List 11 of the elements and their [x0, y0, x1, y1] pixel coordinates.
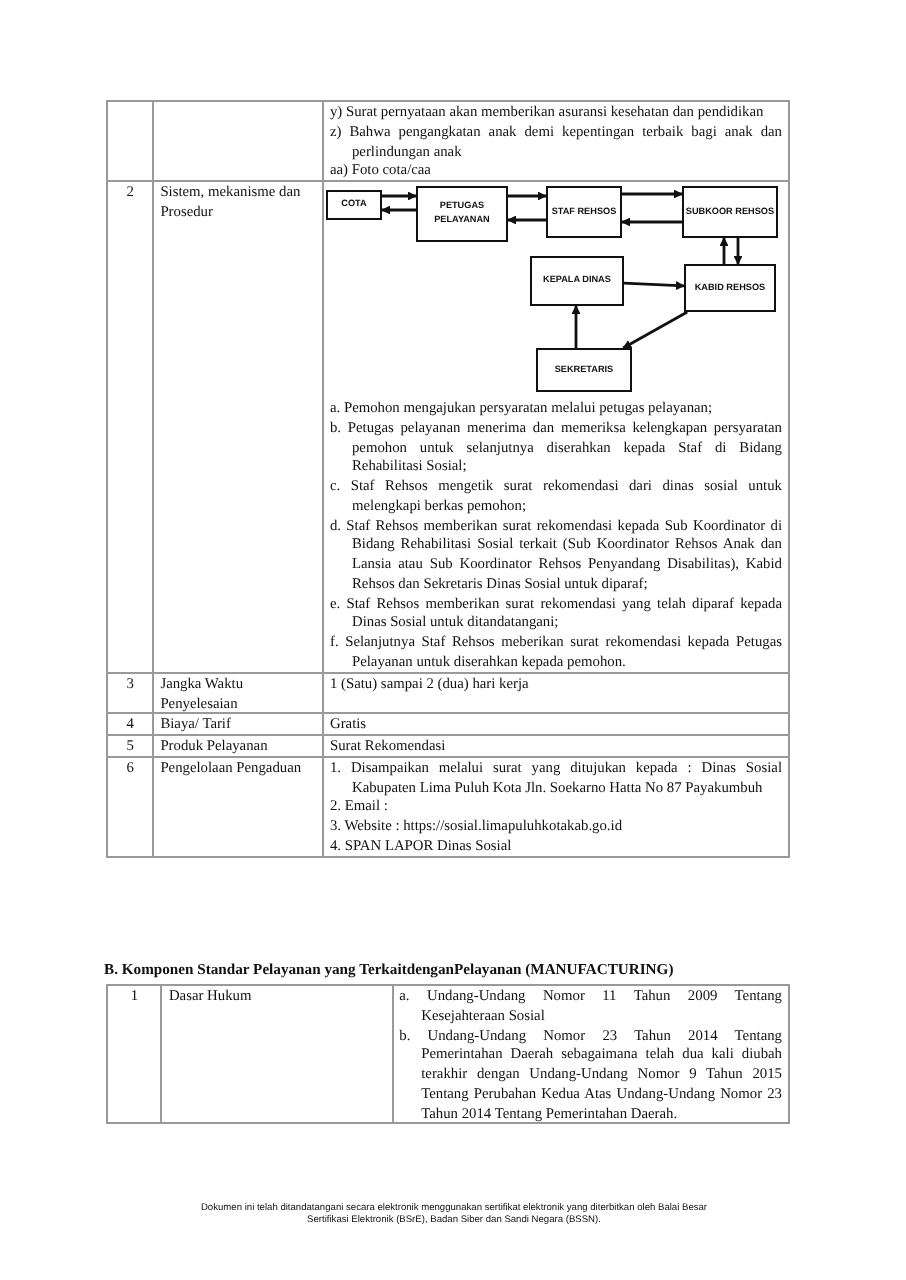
arrow [381, 191, 417, 201]
arrow [623, 281, 685, 291]
arrow [381, 205, 416, 215]
arrow [733, 238, 743, 265]
arrow [621, 217, 682, 227]
arrow [622, 310, 688, 350]
arrow [507, 191, 547, 201]
arrow [507, 215, 546, 225]
arrow [621, 189, 683, 199]
arrow [719, 237, 729, 265]
arrow [571, 305, 581, 349]
